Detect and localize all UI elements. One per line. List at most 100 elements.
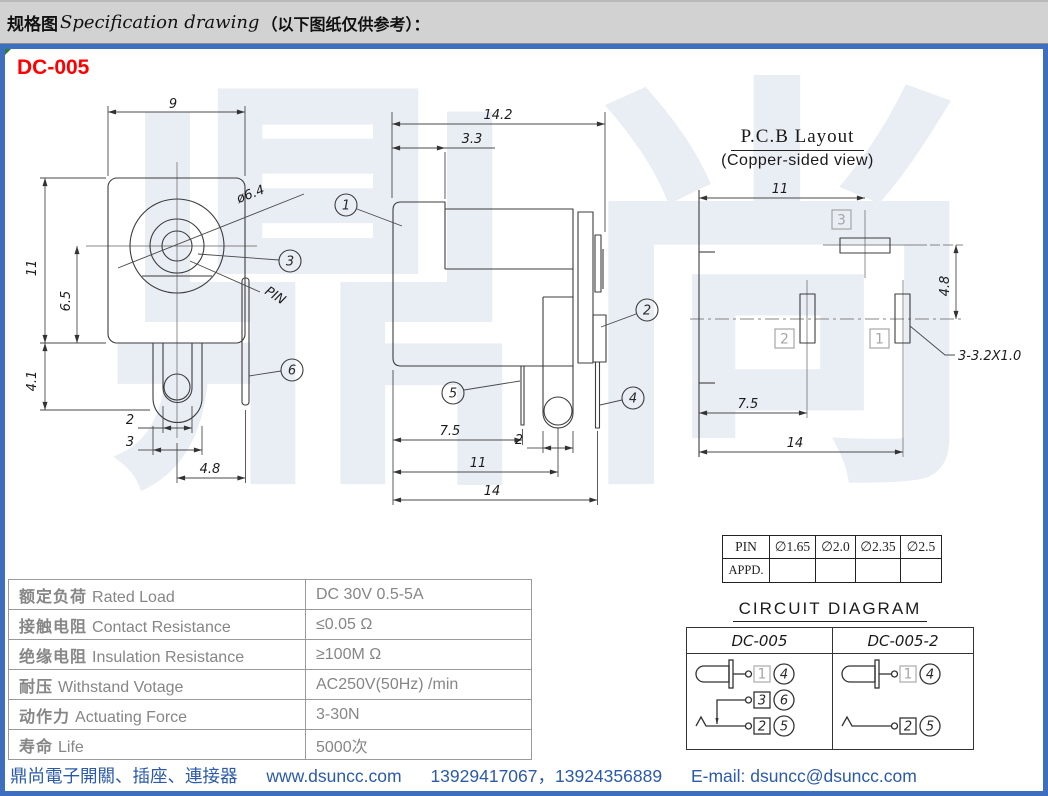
circuit-symbol-dc005-2: 1 2 4 5 xyxy=(841,659,941,737)
pin-table-cell: ∅2.35 xyxy=(855,535,901,559)
svg-text:1: 1 xyxy=(758,667,767,683)
svg-text:5: 5 xyxy=(449,387,457,402)
side-callout-4: 4 xyxy=(621,386,645,410)
circuit-cell-dc005: 1 3 2 4 6 5 xyxy=(686,653,833,750)
front-dim-bracket-label: 4.1 xyxy=(25,371,40,392)
footer-phones: 13929417067，13924356889 xyxy=(430,766,663,786)
sheet-header: 规格图 Specification drawing （以下图纸仅供参考）： xyxy=(0,0,1048,44)
header-note: （以下图纸仅供参考）： xyxy=(261,16,430,34)
pcb-pad2-number: 2 xyxy=(780,332,789,348)
pin-table-cell: ∅1.65 xyxy=(769,535,816,559)
pin-table-empty-cell xyxy=(900,558,942,583)
circuit-diagram-heading: CIRCUIT DIAGRAM xyxy=(686,599,974,622)
pcb-layout-heading: P.C.B Layout (Copper-sided view) xyxy=(700,126,895,170)
pin-table-appd-row: APPD. xyxy=(722,558,942,583)
side-callout-1: 1 xyxy=(334,193,358,217)
pcb-layout-drawing: 3 2 1 11 4.8 7.5 14 3-3.2X1.0 xyxy=(690,182,1021,457)
front-dim-pin-outer-label: 3 xyxy=(126,435,134,450)
front-dim-height-label: 11 xyxy=(25,260,40,277)
svg-text:2: 2 xyxy=(904,720,912,735)
footer-company: 鼎尚電子開關、插座、連接器 xyxy=(10,766,238,786)
svg-text:4: 4 xyxy=(780,668,788,683)
front-dia-label: ø6.4 xyxy=(234,183,267,208)
sheet-corner-marker xyxy=(5,46,14,55)
footer-email: E-mail: dsuncc@dsuncc.com xyxy=(690,766,917,786)
svg-text:4: 4 xyxy=(629,392,637,407)
spec-value: 3-30N xyxy=(305,699,532,730)
spec-value: DC 30V 0.5-5A xyxy=(305,579,532,610)
circuit-variant-left-header: DC-005 xyxy=(686,627,833,654)
svg-text:2: 2 xyxy=(643,304,651,319)
header-title-cjk: 规格图 xyxy=(7,15,58,34)
pcb-dimension-lines xyxy=(699,195,959,455)
pcb-pads xyxy=(698,190,911,457)
front-view-dimension-lines xyxy=(40,106,305,483)
pin-diameter-table: PIN ∅1.65 ∅2.0 ∅2.35 ∅2.5 APPD. xyxy=(722,535,942,583)
front-view-drawing: 9 11 6.5 4.1 2 3 4.8 ø6.4 PIN 3 6 xyxy=(25,98,305,483)
circuit-variant-right-header: DC-005-2 xyxy=(832,627,974,654)
svg-text:4: 4 xyxy=(926,668,934,683)
pcb-layout-title: P.C.B Layout xyxy=(730,126,865,151)
side-dim-2-label: 2 xyxy=(515,433,523,448)
pin-table-cell: ∅2.5 xyxy=(900,535,942,559)
pcb-pad3-number: 3 xyxy=(837,213,846,229)
svg-text:1: 1 xyxy=(904,667,913,683)
pcb-dim-14-label: 14 xyxy=(787,436,804,451)
front-dim-center-label: 6.5 xyxy=(59,291,74,312)
front-callout-6: 6 xyxy=(280,358,304,382)
pin-table-header-row: PIN ∅1.65 ∅2.0 ∅2.35 ∅2.5 xyxy=(722,535,942,559)
svg-text:3: 3 xyxy=(758,694,766,709)
pin-table-appd-cell: APPD. xyxy=(722,558,770,583)
front-dim-tab-label: 4.8 xyxy=(200,462,221,477)
svg-text:3: 3 xyxy=(286,255,294,270)
footer-contact-bar: 鼎尚電子開關、插座、連接器 www.dsuncc.com 13929417067… xyxy=(10,763,1040,788)
svg-text:2: 2 xyxy=(758,720,766,735)
pcb-slot-note: 3-3.2X1.0 xyxy=(958,349,1021,364)
side-dim-11-label: 11 xyxy=(470,456,487,471)
side-dim-75-label: 7.5 xyxy=(440,424,461,439)
svg-text:5: 5 xyxy=(926,720,934,735)
pcb-dim-11-label: 11 xyxy=(772,182,789,197)
front-callout-3: 3 xyxy=(278,249,302,273)
front-pin-label: PIN xyxy=(262,284,288,308)
spec-value: ≥100M Ω xyxy=(305,639,532,670)
svg-text:5: 5 xyxy=(780,720,788,735)
footer-website: www.dsuncc.com xyxy=(266,766,402,786)
svg-text:6: 6 xyxy=(780,694,788,709)
spec-value: ≤0.05 Ω xyxy=(305,609,532,640)
pin-table-empty-cell xyxy=(815,558,856,583)
pcb-dim-48-label: 4.8 xyxy=(938,276,953,297)
front-view-centerlines xyxy=(86,162,257,438)
spec-value: 5000次 xyxy=(305,729,532,760)
pcb-dim-75-label: 7.5 xyxy=(738,397,759,412)
pcb-pad1-number: 1 xyxy=(875,332,884,348)
model-number: DC-005 xyxy=(17,56,90,79)
circuit-symbol-dc005: 1 3 2 4 6 5 xyxy=(695,659,795,737)
watermark-text: 鼎尚 xyxy=(105,45,1021,545)
side-view-drawing: 14.2 3.3 7.5 2 11 14 1 2 5 4 xyxy=(334,108,659,505)
pin-table-empty-cell xyxy=(855,558,901,583)
circuit-cell-dc005-2: 1 2 4 5 xyxy=(832,653,974,750)
front-dim-width-label: 9 xyxy=(169,98,177,112)
front-view-outline xyxy=(107,177,250,423)
side-dim-14-label: 14 xyxy=(484,484,501,499)
pcb-layout-subtitle: (Copper-sided view) xyxy=(721,152,874,169)
side-dim-front-label: 3.3 xyxy=(462,132,483,147)
side-view-outline xyxy=(392,201,607,429)
svg-text:1: 1 xyxy=(342,199,350,214)
pin-table-cell: PIN xyxy=(722,535,770,559)
pin-table-empty-cell xyxy=(769,558,816,583)
header-title-en: Specification drawing xyxy=(60,12,260,33)
